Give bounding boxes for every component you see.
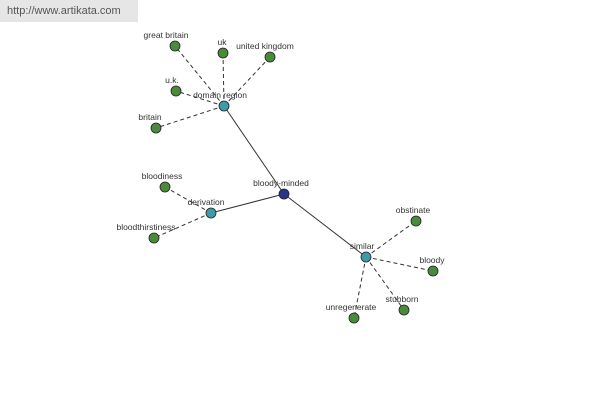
node-united-kingdom[interactable] <box>264 51 276 63</box>
node-uk[interactable] <box>217 47 229 59</box>
edge-center-domain-region <box>223 105 285 195</box>
label-united-kingdom: united kingdom <box>236 41 294 51</box>
label-bloody: bloody <box>419 255 445 265</box>
node-bloody[interactable] <box>427 265 439 277</box>
node-similar[interactable] <box>360 251 372 263</box>
label-center: bloody-minded <box>253 178 309 188</box>
edges <box>153 45 434 319</box>
label-unregenerate: unregenerate <box>326 302 377 312</box>
label-uk: uk <box>218 37 228 47</box>
edge-center-similar <box>283 193 367 258</box>
label-similar: similar <box>350 241 375 251</box>
edge-similar-obstinate <box>365 220 417 258</box>
edge-similar-bloody <box>365 256 434 272</box>
label-u-k: u.k. <box>165 75 179 85</box>
label-derivation: derivation <box>188 197 225 207</box>
label-domain-region: domain region <box>193 90 247 100</box>
node-stubborn[interactable] <box>398 304 410 316</box>
node-derivation[interactable] <box>205 207 217 219</box>
node-britain[interactable] <box>150 122 162 134</box>
label-great-britain: great britain <box>144 30 189 40</box>
edge-domain-united-kingdom <box>223 56 271 107</box>
nodes <box>148 40 439 324</box>
node-center[interactable] <box>278 188 290 200</box>
edge-domain-great-britain <box>174 45 225 107</box>
node-bloodthirstiness[interactable] <box>148 232 160 244</box>
edge-derivation-bloodiness <box>164 186 212 214</box>
edge-domain-britain <box>155 105 225 129</box>
edge-center-derivation <box>210 193 285 214</box>
url-header: http://www.artikata.com <box>0 0 138 22</box>
labels: bloody-minded domain region derivation s… <box>116 30 445 312</box>
node-great-britain[interactable] <box>169 40 181 52</box>
edge-similar-stubborn <box>365 256 405 311</box>
edge-derivation-bloodthirstiness <box>153 212 212 239</box>
node-unregenerate[interactable] <box>348 312 360 324</box>
node-bloodiness[interactable] <box>159 181 171 193</box>
node-domain-region[interactable] <box>218 100 230 112</box>
label-obstinate: obstinate <box>396 205 431 215</box>
label-bloodthirstiness: bloodthirstiness <box>116 222 175 232</box>
edge-domain-uk <box>222 52 225 107</box>
node-obstinate[interactable] <box>410 215 422 227</box>
label-bloodiness: bloodiness <box>142 171 183 181</box>
edge-similar-unregenerate <box>353 256 367 319</box>
edge-domain-u-k <box>175 90 225 107</box>
node-u-k[interactable] <box>170 85 182 97</box>
url-link[interactable]: http://www.artikata.com <box>7 5 121 17</box>
label-britain: britain <box>138 112 161 122</box>
label-stubborn: stubborn <box>385 294 418 304</box>
